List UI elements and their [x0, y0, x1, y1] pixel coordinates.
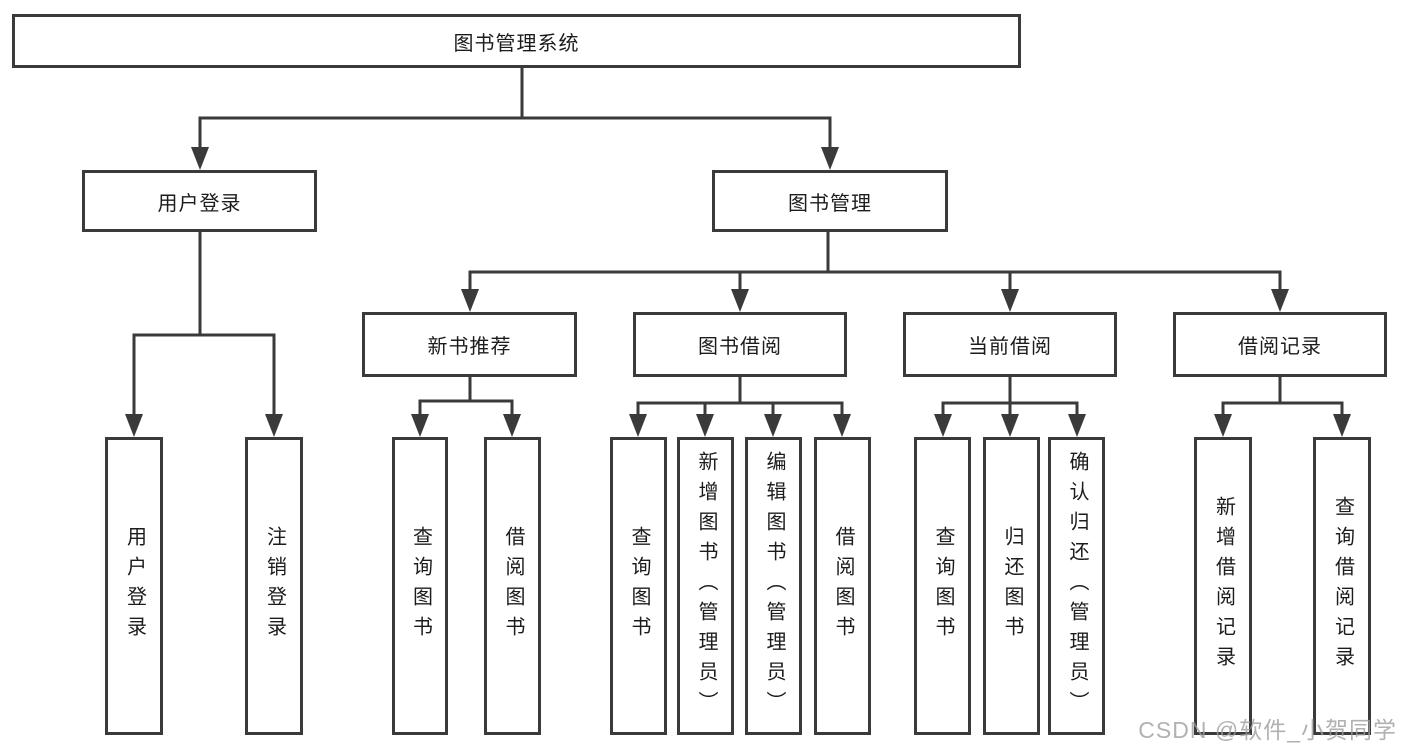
leaf-user-login: 用户登录 — [105, 437, 163, 735]
leaf-return-books: 归还图书 — [983, 437, 1040, 735]
leaf-add-books-admin: 新增图书（管理员） — [677, 437, 734, 735]
connector-new-books — [418, 375, 514, 420]
leaf-borrow-books: 借阅图书 — [814, 437, 871, 735]
leaf-query-books-borrow: 查询图书 — [610, 437, 667, 735]
leaf-label: 用户登录 — [123, 526, 146, 646]
connector-book-borrow — [636, 375, 844, 420]
leaf-label: 确认归还（管理员） — [1066, 451, 1088, 721]
connector-book-mgmt — [468, 230, 1282, 294]
node-section-book-borrow: 图书借阅 — [633, 312, 847, 377]
leaf-label: 借阅图书 — [832, 526, 854, 646]
leaf-logout: 注销登录 — [245, 437, 303, 735]
leaf-label: 查询借阅记录 — [1331, 496, 1354, 676]
connector-borrow-records — [1221, 375, 1344, 420]
connector-user-login — [132, 230, 276, 418]
leaf-query-books-recommend: 查询图书 — [392, 437, 448, 735]
leaf-edit-books-admin: 编辑图书（管理员） — [745, 437, 802, 735]
leaf-label: 借阅图书 — [502, 526, 524, 646]
leaf-confirm-return-admin: 确认归还（管理员） — [1048, 437, 1105, 735]
leaf-label: 新增图书（管理员） — [695, 451, 717, 721]
leaf-query-books-current: 查询图书 — [914, 437, 971, 735]
connector-current-borrow — [941, 375, 1079, 420]
leaf-label: 查询图书 — [932, 526, 954, 646]
leaf-label: 新增借阅记录 — [1212, 496, 1235, 676]
leaf-borrow-books-recommend: 借阅图书 — [484, 437, 541, 735]
connector-root — [198, 66, 832, 152]
leaf-query-borrow-record: 查询借阅记录 — [1313, 437, 1371, 735]
csdn-watermark: CSDN @软件_小贺同学 — [1138, 717, 1397, 743]
leaf-label: 编辑图书（管理员） — [763, 451, 785, 721]
leaf-label: 查询图书 — [628, 526, 650, 646]
node-root: 图书管理系统 — [12, 14, 1021, 68]
node-section-borrow-records: 借阅记录 — [1173, 312, 1387, 377]
leaf-label: 查询图书 — [409, 526, 432, 646]
leaf-label: 归还图书 — [1001, 526, 1023, 646]
leaf-label: 注销登录 — [263, 526, 286, 646]
leaf-add-borrow-record: 新增借阅记录 — [1194, 437, 1252, 735]
node-section-new-books: 新书推荐 — [362, 312, 577, 377]
node-book-mgmt: 图书管理 — [712, 170, 948, 232]
arrowheads — [125, 147, 1351, 437]
node-user-login: 用户登录 — [82, 170, 317, 232]
node-section-current-borrow: 当前借阅 — [903, 312, 1117, 377]
